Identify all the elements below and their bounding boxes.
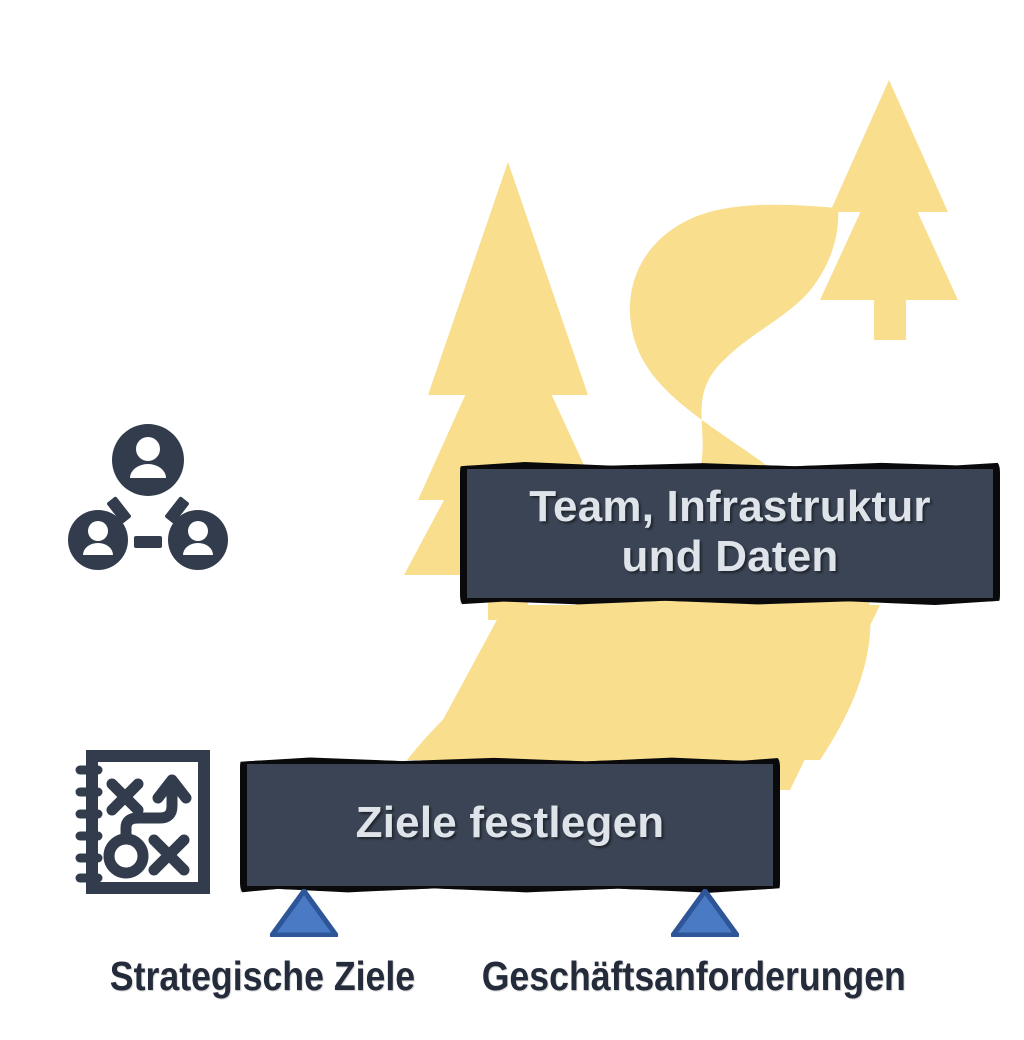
banner-lower-text: Ziele festlegen [355,798,665,848]
fulcrum-triangle-right [671,889,739,937]
foundation-label-strategic-goals: Strategische Ziele [109,952,415,999]
banner-set-goals[interactable]: Ziele festlegen [240,757,780,893]
team-network-icon [68,424,228,570]
strategy-playbook-icon [75,750,210,894]
tree-right-icon [820,80,958,340]
fulcrum-triangle-left [270,889,338,937]
foundation-label-business-requirements: Geschäftsanforderungen [481,952,906,999]
banner-team-infrastructure-data[interactable]: Team, Infrastruktur und Daten [460,462,1000,605]
banner-upper-text: Team, Infrastruktur und Daten [529,482,931,581]
foundation-labels: Strategische Ziele Geschäftsanforderunge… [0,946,1024,1006]
